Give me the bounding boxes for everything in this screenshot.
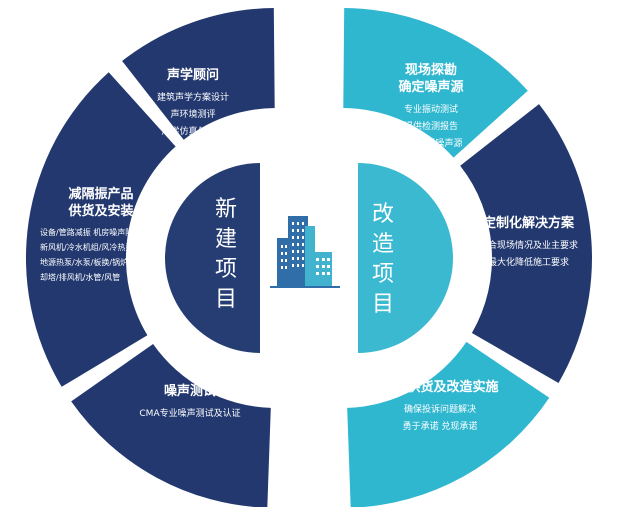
- hub-retrofit-project: [358, 163, 453, 353]
- site-survey-block: 现场探勘 确定噪声源 专业振动测试 提供检测报告 系统分析噪声源: [356, 62, 506, 153]
- noise-testing-line: CMA专业噪声测试及认证: [139, 409, 241, 419]
- site-survey-title-line: 现场探勘: [404, 63, 457, 78]
- segment-noise-testing: [71, 344, 271, 507]
- city-buildings-icon: [270, 216, 340, 288]
- hub-new-project-text: 新建项目: [214, 197, 237, 312]
- site-survey-title: 现场探勘 确定噪声源: [356, 62, 506, 96]
- custom-solution-block: 定制化解决方案 结合现场情况及业主要求 最大化降低施工要求: [456, 215, 601, 272]
- site-survey-line: 提供检测报告: [403, 122, 458, 132]
- noise-testing-block: 噪声测试 CMA专业噪声测试及认证: [110, 383, 270, 423]
- site-survey-line: 系统分析噪声源: [399, 139, 463, 149]
- segment-acoustic-consulting: [122, 8, 275, 140]
- site-survey-title-line: 确定噪声源: [398, 80, 464, 95]
- product-supply-install-line: 地源热泵/水泵/板换/锅炉/冷: [40, 258, 139, 267]
- supply-retrofit-line: 勇于承诺 兑现承诺: [402, 422, 478, 432]
- segment-supply-retrofit: [347, 341, 550, 507]
- acoustic-consulting-line: 声环境测评: [170, 110, 216, 120]
- product-supply-install-title-line: 减隔振产品: [68, 187, 134, 202]
- hub-retrofit-project-text: 改造项目: [371, 202, 394, 317]
- site-survey-line: 专业振动测试: [403, 105, 458, 115]
- acoustic-consulting-title: 声学顾问: [166, 68, 219, 83]
- product-supply-install-title-line: 供货及安装: [68, 204, 134, 219]
- hub-new-project: [165, 163, 260, 353]
- segment-site-survey: [343, 8, 528, 158]
- acoustic-consulting-line: 声学仿真与分析: [161, 127, 225, 137]
- hub-new-project-label: 新建项目: [211, 195, 241, 315]
- product-supply-install-line: 设备/管路减振 机房噪声降噪: [40, 228, 142, 237]
- product-supply-install-block: 减隔振产品 供货及安装 设备/管路减振 机房噪声降噪 新风机/冷水机组/风冷热泵…: [36, 186, 166, 285]
- segment-product-supply-install: [25, 72, 176, 387]
- custom-solution-line: 最大化降低施工要求: [487, 258, 569, 268]
- supply-retrofit-block: 产品供货及改造实施 确保投诉问题解决 勇于承诺 兑现承诺: [360, 379, 520, 436]
- custom-solution-line: 结合现场情况及业主要求: [478, 241, 578, 251]
- acoustic-consulting-line: 建筑声学方案设计: [156, 93, 229, 103]
- product-supply-install-line: 新风机/冷水机组/风冷热泵/: [40, 243, 137, 252]
- acoustic-consulting-block: 声学顾问 建筑声学方案设计 声环境测评 声学仿真与分析: [118, 67, 268, 141]
- product-supply-install-line: 却塔/排风机/水管/风管: [40, 273, 121, 282]
- hub-retrofit-project-label: 改造项目: [368, 200, 398, 320]
- segment-custom-solution: [460, 104, 592, 383]
- supply-retrofit-title: 产品供货及改造实施: [381, 380, 499, 395]
- noise-testing-title: 噪声测试: [163, 384, 216, 399]
- supply-retrofit-line: 确保投诉问题解决: [403, 405, 476, 415]
- product-supply-install-title: 减隔振产品 供货及安装: [36, 186, 166, 220]
- custom-solution-title: 定制化解决方案: [482, 216, 574, 231]
